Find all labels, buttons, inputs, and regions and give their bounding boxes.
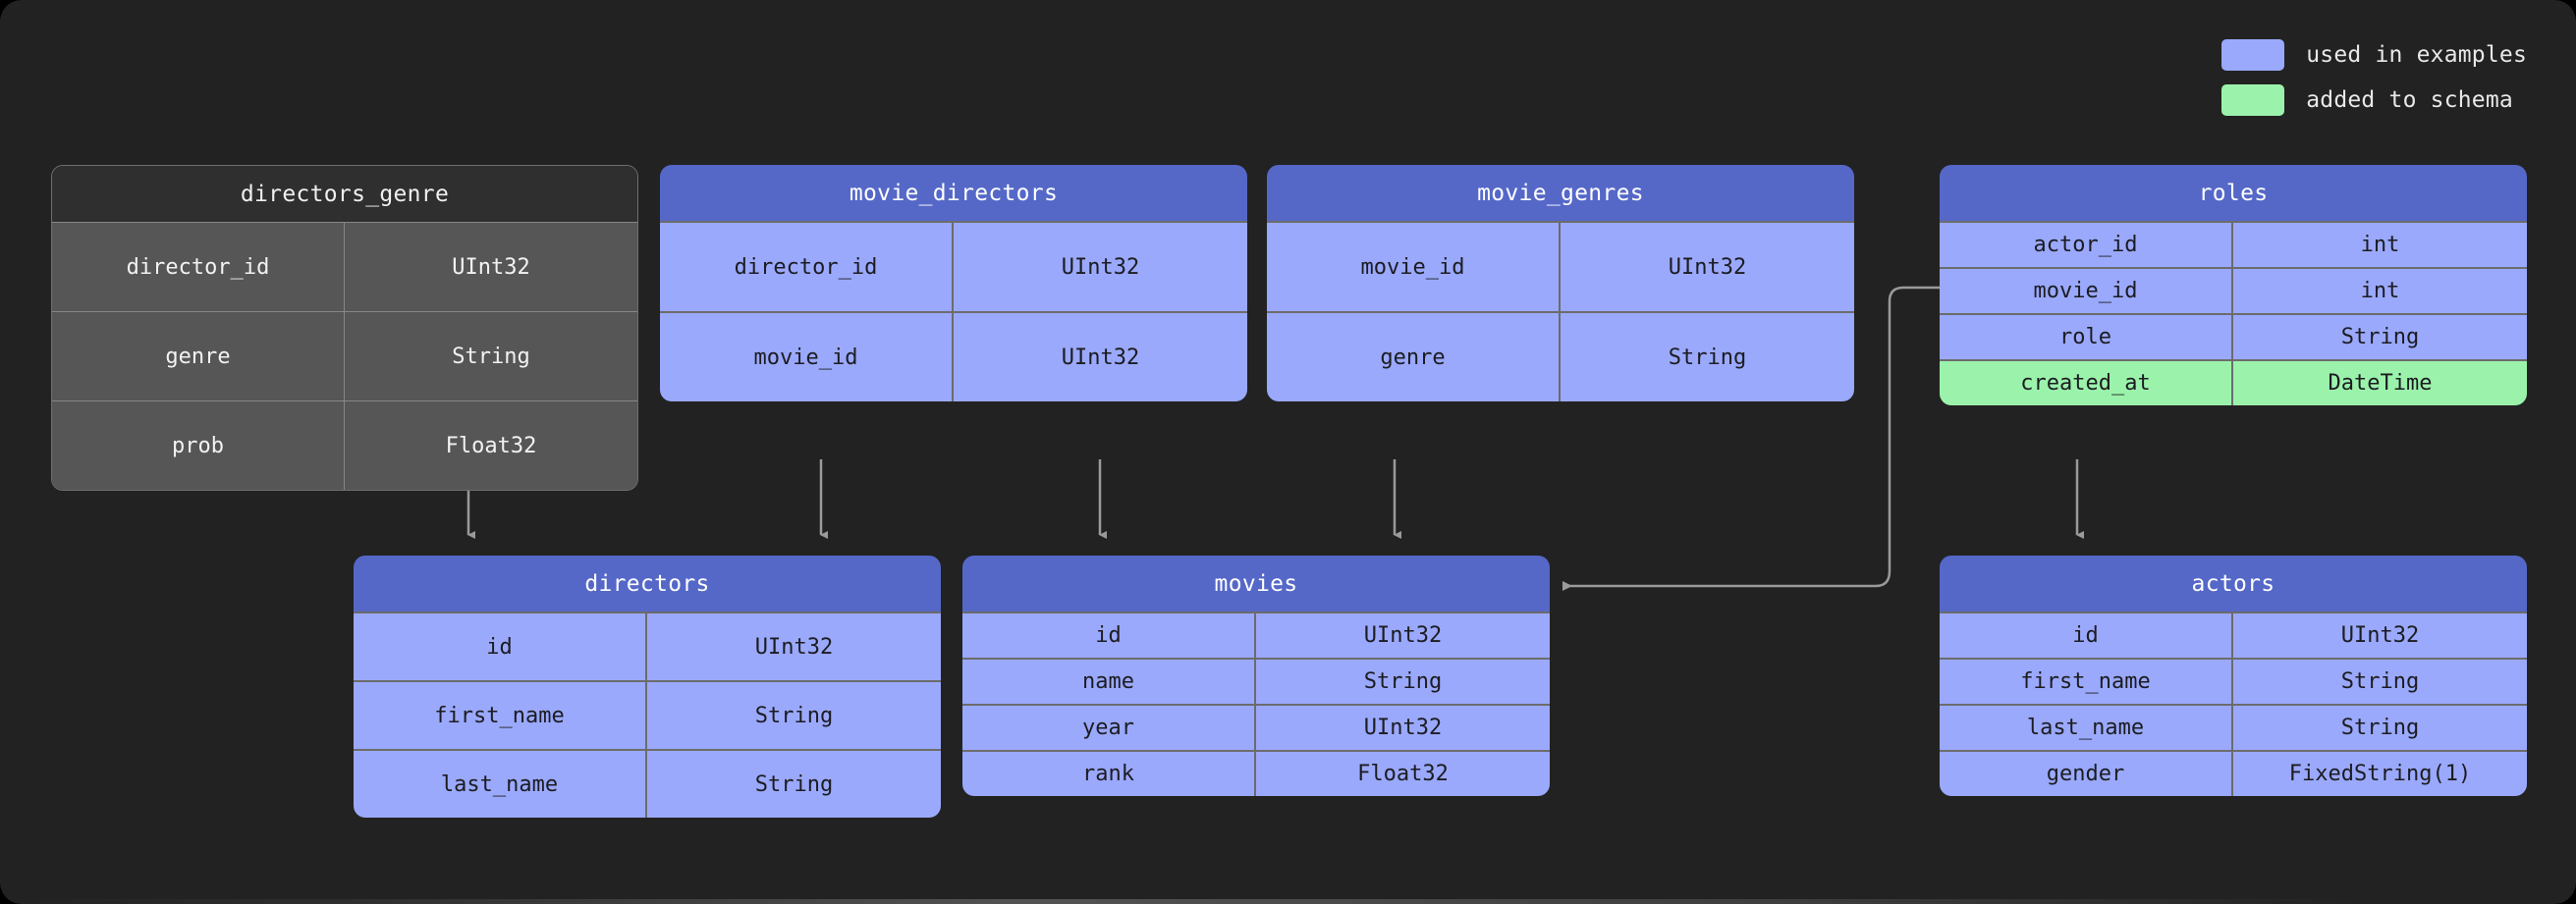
legend-item-added-to-schema: added to schema [2221,84,2527,116]
column-type: String [1256,660,1550,704]
column-type: String [647,682,941,749]
column-type: String [1561,313,1854,401]
table-row[interactable]: id UInt32 [1940,612,2527,658]
table-directors[interactable]: directors id UInt32 first_name String la… [354,556,941,818]
column-name: prob [52,401,345,490]
column-name: gender [1940,752,2233,796]
column-type: UInt32 [1561,223,1854,311]
column-name: movie_id [660,313,954,401]
bottom-edge-artifact [0,899,2576,904]
column-name: first_name [354,682,647,749]
column-name: year [962,706,1256,750]
column-name: last_name [354,751,647,818]
column-name: created_at [1940,361,2233,405]
column-type: String [2233,660,2527,704]
column-type: Float32 [1256,752,1550,796]
column-name: director_id [52,223,345,311]
legend-swatch-used-in-examples [2221,39,2285,71]
column-name: id [1940,613,2233,658]
legend-item-used-in-examples: used in examples [2221,39,2527,71]
column-type: UInt32 [954,223,1247,311]
table-row-added[interactable]: created_at DateTime [1940,359,2527,405]
column-type: UInt32 [647,613,941,680]
table-row[interactable]: last_name String [354,749,941,818]
table-row[interactable]: role String [1940,313,2527,359]
legend-label-added-to-schema: added to schema [2306,87,2513,113]
column-type: UInt32 [2233,613,2527,658]
table-title-movies: movies [962,556,1550,612]
column-name: genre [52,312,345,400]
table-title-movie-directors: movie_directors [660,165,1247,221]
table-row[interactable]: actor_id int [1940,221,2527,267]
column-name: director_id [660,223,954,311]
column-name: name [962,660,1256,704]
table-directors-genre[interactable]: directors_genre director_id UInt32 genre… [51,165,638,491]
column-type: FixedString(1) [2233,752,2527,796]
table-title-roles: roles [1940,165,2527,221]
column-name: movie_id [1267,223,1561,311]
table-title-directors: directors [354,556,941,612]
column-type: UInt32 [1256,706,1550,750]
column-type: UInt32 [954,313,1247,401]
table-movies[interactable]: movies id UInt32 name String year UInt32… [962,556,1550,796]
column-name: actor_id [1940,223,2233,267]
table-row[interactable]: first_name String [1940,658,2527,704]
column-type: int [2233,223,2527,267]
column-name: id [962,613,1256,658]
table-row[interactable]: gender FixedString(1) [1940,750,2527,796]
table-row[interactable]: first_name String [354,680,941,749]
column-type: int [2233,269,2527,313]
table-roles[interactable]: roles actor_id int movie_id int role Str… [1940,165,2527,405]
table-row[interactable]: year UInt32 [962,704,1550,750]
legend-label-used-in-examples: used in examples [2306,42,2527,68]
table-row[interactable]: prob Float32 [52,400,637,490]
column-type: UInt32 [1256,613,1550,658]
column-type: String [647,751,941,818]
table-row[interactable]: id UInt32 [962,612,1550,658]
column-type: UInt32 [345,223,637,311]
table-row[interactable]: director_id UInt32 [660,221,1247,311]
table-row[interactable]: movie_id UInt32 [1267,221,1854,311]
column-type: String [345,312,637,400]
table-movie-directors[interactable]: movie_directors director_id UInt32 movie… [660,165,1247,401]
column-name: movie_id [1940,269,2233,313]
column-name: id [354,613,647,680]
column-name: rank [962,752,1256,796]
table-row[interactable]: rank Float32 [962,750,1550,796]
table-row[interactable]: genre String [1267,311,1854,401]
table-row[interactable]: movie_id UInt32 [660,311,1247,401]
table-movie-genres[interactable]: movie_genres movie_id UInt32 genre Strin… [1267,165,1854,401]
column-name: role [1940,315,2233,359]
legend-swatch-added-to-schema [2221,84,2285,116]
table-row[interactable]: genre String [52,311,637,400]
column-type: String [2233,315,2527,359]
table-title-actors: actors [1940,556,2527,612]
column-name: last_name [1940,706,2233,750]
column-name: first_name [1940,660,2233,704]
column-name: genre [1267,313,1561,401]
table-row[interactable]: last_name String [1940,704,2527,750]
column-type: DateTime [2233,361,2527,405]
table-title-movie-genres: movie_genres [1267,165,1854,221]
column-type: Float32 [345,401,637,490]
table-actors[interactable]: actors id UInt32 first_name String last_… [1940,556,2527,796]
table-row[interactable]: movie_id int [1940,267,2527,313]
legend: used in examples added to schema [2221,39,2527,116]
table-row[interactable]: director_id UInt32 [52,222,637,311]
column-type: String [2233,706,2527,750]
table-row[interactable]: id UInt32 [354,612,941,680]
table-row[interactable]: name String [962,658,1550,704]
table-title-directors-genre: directors_genre [52,166,637,222]
